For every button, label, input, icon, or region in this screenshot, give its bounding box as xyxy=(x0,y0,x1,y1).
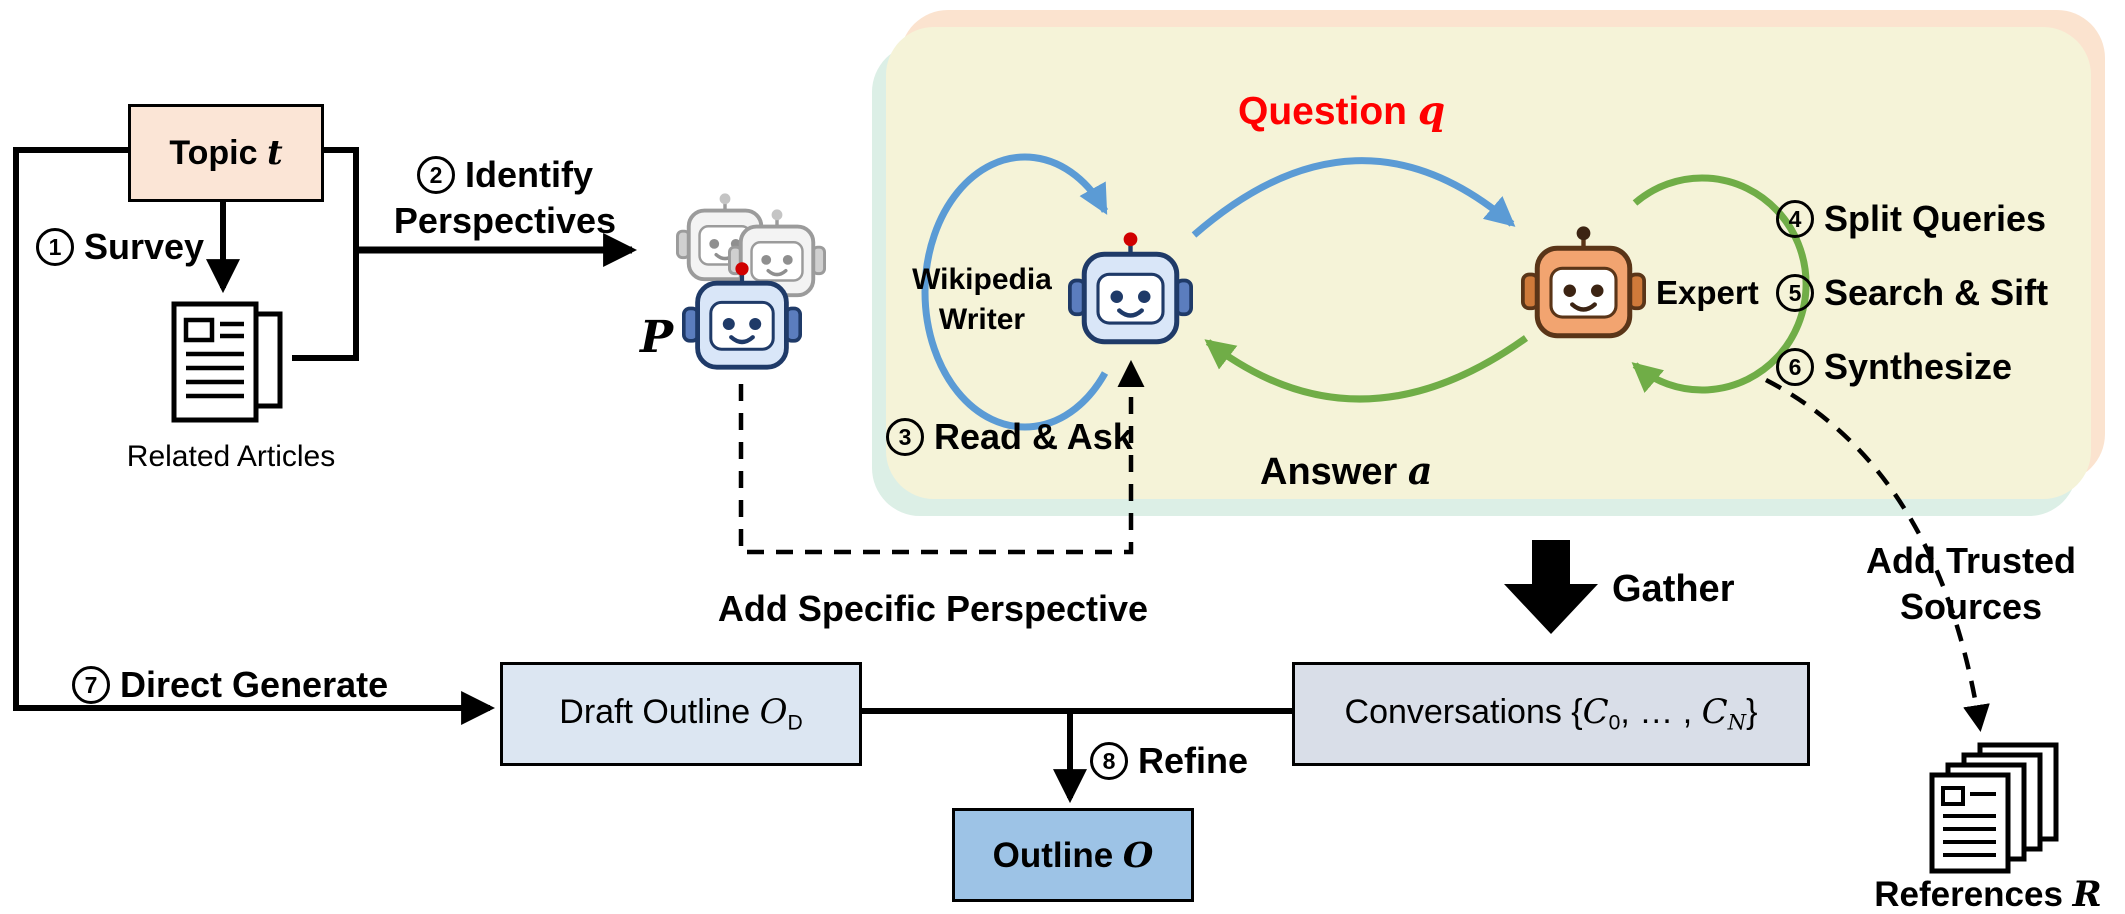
references-icon xyxy=(1929,742,2059,874)
perspectives-symbol: P xyxy=(640,312,674,363)
topic-box: Topic t xyxy=(128,104,324,202)
references-label: References R xyxy=(1874,874,2102,914)
question-symbol: q xyxy=(1417,88,1446,134)
step-5-badge: 5 xyxy=(1776,274,1814,312)
direct-generate-arrow xyxy=(13,147,496,725)
wikipedia-writer-robot-icon xyxy=(1068,232,1193,345)
expert-label: Expert xyxy=(1656,274,1759,311)
search-sift-label: 5 Search & Sift xyxy=(1776,272,2048,314)
topic-symbol: t xyxy=(266,133,283,173)
step-2-badge: 2 xyxy=(416,156,455,194)
split-queries-label: 4 Split Queries xyxy=(1776,198,2046,240)
gather-label: Gather xyxy=(1612,568,1735,610)
question-arrow xyxy=(1191,157,1516,238)
gather-arrow-icon xyxy=(1504,540,1598,634)
identify-perspectives-label: 2 Identify Perspectives xyxy=(393,154,617,241)
refine-label: 8 Refine xyxy=(1090,740,1248,782)
add-trusted-sources-dashed-arrow xyxy=(1764,378,1990,733)
outline-symbol: O xyxy=(1122,834,1154,876)
step-4-badge: 4 xyxy=(1776,200,1814,238)
conversations-box: Conversations {C0, … , CN} xyxy=(1292,662,1810,766)
step-8-badge: 8 xyxy=(1090,742,1128,780)
writer-loop-arrow xyxy=(921,153,1109,431)
draft-outline-symbol: O xyxy=(759,692,788,733)
add-specific-perspective-label: Add Specific Perspective xyxy=(717,588,1149,629)
step-7-badge: 7 xyxy=(72,666,110,704)
expert-robot-icon xyxy=(1521,226,1646,339)
question-label: Question q xyxy=(1238,88,1446,134)
read-ask-label: 3 Read & Ask xyxy=(886,416,1133,458)
answer-arrow xyxy=(1204,335,1529,403)
add-trusted-sources-label: Add Trusted Sources xyxy=(1865,540,2076,627)
wikipedia-writer-label: Wikipedia Writer xyxy=(912,263,1052,336)
outline-box: Outline O xyxy=(952,808,1194,902)
answer-symbol: a xyxy=(1407,448,1433,493)
step-3-badge: 3 xyxy=(886,418,924,456)
topic-label: Topic xyxy=(169,134,267,172)
references-symbol: R xyxy=(2072,874,2102,914)
answer-label: Answer a xyxy=(1260,448,1433,493)
perspective-robot-blue-icon xyxy=(682,262,802,370)
step-1-badge: 1 xyxy=(36,228,74,266)
survey-label: 1 Survey xyxy=(36,226,204,268)
add-specific-perspective-dashed-connector xyxy=(738,359,1145,555)
related-articles-label: Related Articles xyxy=(126,440,336,473)
topic-article-connector xyxy=(292,147,359,361)
step-6-badge: 6 xyxy=(1776,348,1814,386)
perspective-robot-gray-2-icon xyxy=(728,209,826,298)
draft-outline-box: Draft Outline OD xyxy=(500,662,862,766)
related-articles-icon xyxy=(171,301,283,423)
synthesize-label: 6 Synthesize xyxy=(1776,346,2012,388)
direct-generate-label: 7 Direct Generate xyxy=(72,664,388,706)
